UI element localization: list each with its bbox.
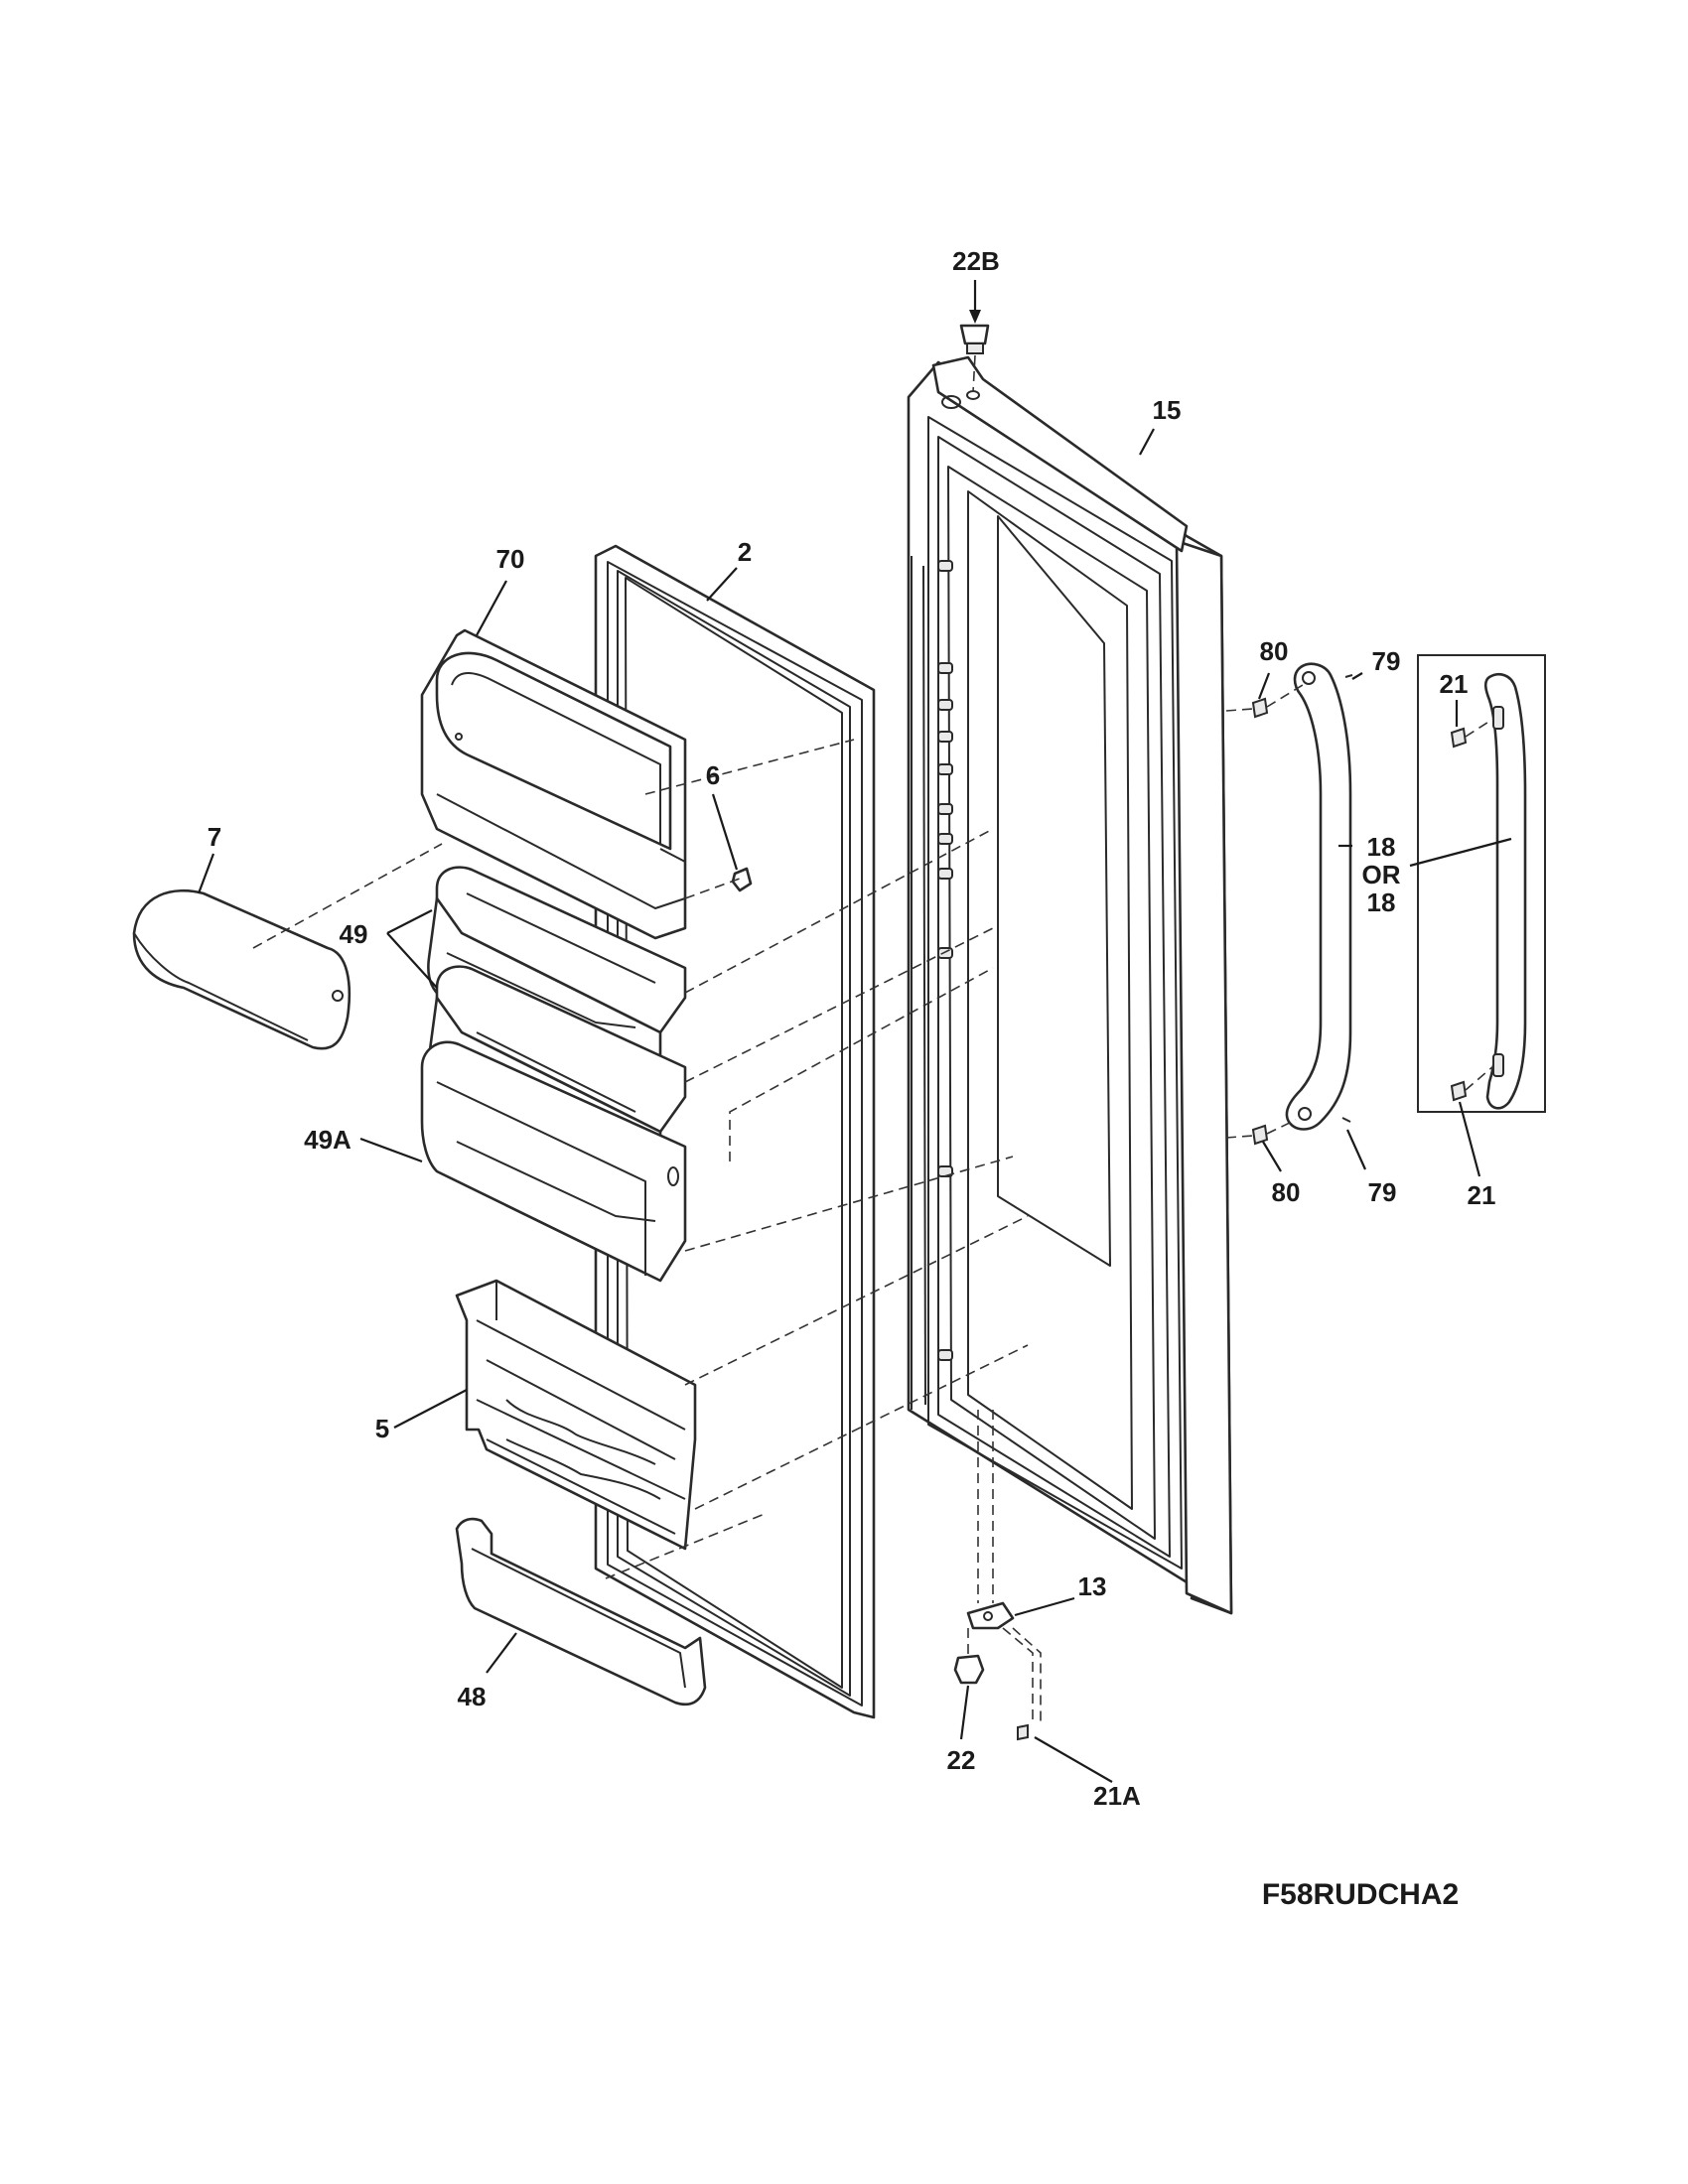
hinge xyxy=(966,1601,1015,1630)
screws xyxy=(1017,674,1353,1741)
callout-49: 49 xyxy=(340,919,368,949)
alt-handle-inset xyxy=(1417,654,1546,1113)
callout-7: 7 xyxy=(208,822,221,852)
callout-21A: 21A xyxy=(1093,1781,1141,1811)
callout-70: 70 xyxy=(496,544,525,574)
callout-18-handle: 18 xyxy=(1367,832,1396,862)
explosion-lines xyxy=(252,739,1029,1579)
callout-2: 2 xyxy=(738,537,752,567)
door-bins xyxy=(427,866,687,1165)
callout-79-bottom: 79 xyxy=(1368,1177,1397,1207)
callout-79-top: 79 xyxy=(1372,646,1401,676)
callout-21-inset-top: 21 xyxy=(1440,669,1469,699)
dairy-compartment xyxy=(420,628,687,940)
door-outer-panel xyxy=(907,355,1233,1615)
model-code: F58RUDCHA2 xyxy=(1262,1878,1459,1911)
callout-5: 5 xyxy=(375,1414,389,1443)
door-bin-large xyxy=(420,1040,687,1283)
callout-15: 15 xyxy=(1153,395,1182,425)
can-rack xyxy=(455,1279,697,1551)
bottom-bin xyxy=(455,1517,707,1706)
shelf-studs xyxy=(937,560,953,1361)
hinge-pin xyxy=(953,1654,985,1685)
callout-13: 13 xyxy=(1078,1571,1107,1601)
callout-18-alt-handle: 18 xyxy=(1367,887,1396,917)
callout-49A: 49A xyxy=(304,1125,352,1155)
hinge-bushing xyxy=(959,324,990,354)
callout-80-bottom: 80 xyxy=(1272,1177,1301,1207)
callout-22: 22 xyxy=(947,1745,976,1775)
handle xyxy=(1285,662,1352,1131)
callout-22B: 22B xyxy=(952,246,1000,276)
leader-lines xyxy=(197,280,1512,1783)
callout-6: 6 xyxy=(706,760,720,790)
callout-80-top: 80 xyxy=(1260,636,1289,666)
dairy-door xyxy=(132,889,352,1050)
callout-21-inset-bottom: 21 xyxy=(1468,1180,1496,1210)
callout-48: 48 xyxy=(458,1682,487,1711)
callout-or: OR xyxy=(1362,860,1401,889)
